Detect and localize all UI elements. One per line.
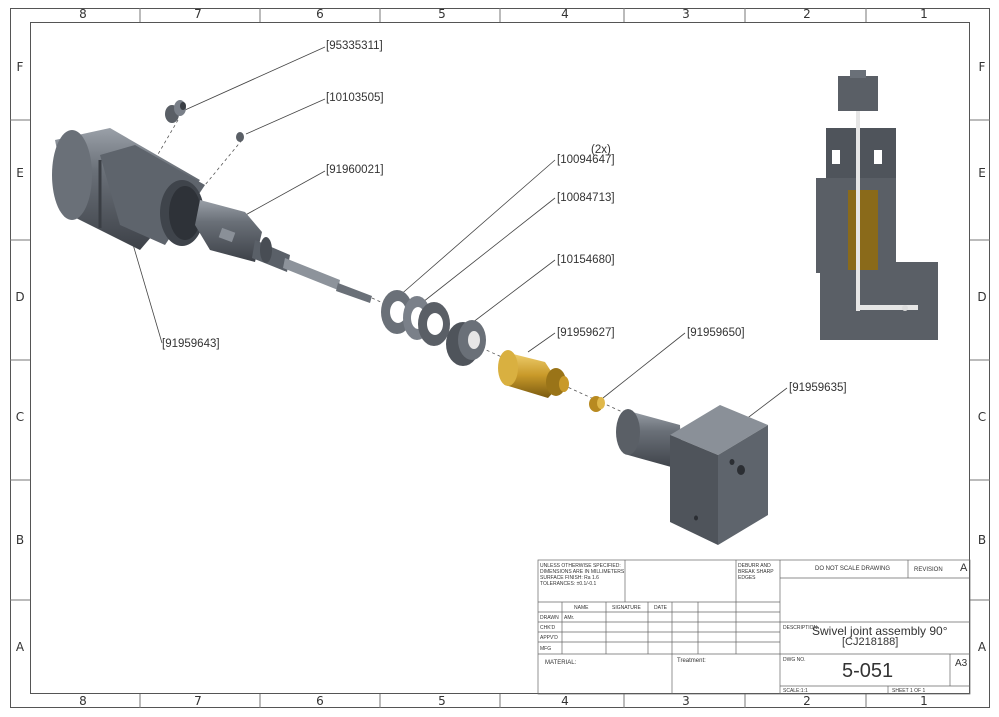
zone-row-label: E: [978, 166, 986, 180]
sheet-label: SHEET 1 OF 1: [892, 688, 926, 694]
zone-col-label: 3: [682, 694, 690, 708]
note-line: SURFACE FINISH: Ra 1.6: [540, 575, 599, 581]
callout-quantity: (2x): [591, 144, 611, 156]
zone-col-label: 3: [682, 7, 690, 21]
callout-label: [10094647]: [557, 154, 615, 166]
washer-parts: [381, 290, 450, 346]
zone-row-label: C: [977, 410, 987, 424]
zone-col-label: 6: [316, 694, 324, 708]
zone-col-label: 7: [194, 694, 202, 708]
drawing-number: 5-051: [842, 660, 894, 682]
row-label-approved: APPV'D: [540, 635, 558, 641]
sheet-size: A3: [955, 658, 968, 669]
zone-row-label: D: [15, 290, 25, 304]
brass-fitting-part: [498, 350, 569, 398]
small-brass-part: [589, 396, 605, 412]
zone-col-label: 8: [79, 694, 87, 708]
description-label: DESCRIPTION:: [783, 625, 819, 631]
row-label-mfg: MFG: [540, 646, 552, 652]
drawing-part-number: [CJ218188]: [842, 636, 899, 648]
scale-label: SCALE:1:1: [783, 688, 808, 694]
plug-part: [165, 100, 186, 123]
zone-row-label: E: [16, 166, 24, 180]
zone-col-label: 4: [561, 694, 569, 708]
drawing-description: Swivel joint assembly 90°: [812, 624, 948, 638]
dwg-no-label: DWG NO.: [783, 657, 806, 663]
zone-col-label: 8: [79, 7, 87, 21]
note-line: EDGES: [738, 575, 756, 581]
revision-label: REVISION: [914, 567, 943, 573]
zone-row-label: A: [977, 640, 987, 654]
note-line: BREAK SHARP: [738, 569, 774, 575]
callout-label: [91959643]: [162, 338, 220, 350]
note-line: TOLERANCES: ±0.1/-0.1: [540, 581, 597, 587]
zone-col-label: 1: [920, 694, 928, 708]
do-not-scale-note: DO NOT SCALE DRAWING: [815, 566, 891, 572]
zone-col-label: 2: [803, 7, 811, 21]
callout-label: [10154680]: [557, 254, 615, 266]
zone-col-label: 1: [920, 7, 928, 21]
nut-part: [446, 320, 486, 366]
callout-label: [91960021]: [326, 164, 384, 176]
shaft-part: [195, 200, 372, 303]
zone-col-label: 5: [438, 694, 446, 708]
section-view: [816, 70, 938, 340]
note-line: UNLESS OTHERWISE SPECIFIED:: [540, 563, 621, 569]
zone-row-label: C: [15, 410, 25, 424]
zone-row-label: F: [16, 60, 24, 74]
drawing-inner-frame: [30, 22, 970, 694]
zone-col-label: 2: [803, 694, 811, 708]
column-header-name: NAME: [574, 605, 589, 611]
housing-part: [52, 128, 205, 250]
column-header-date: DATE: [654, 605, 667, 611]
tolerance-notes: UNLESS OTHERWISE SPECIFIED: DIMENSIONS A…: [540, 563, 624, 587]
zone-row-label: B: [15, 533, 25, 547]
block-body-part: [616, 405, 768, 545]
row-label-drawn: DRAWN: [540, 615, 559, 621]
callout-label: [91959650]: [687, 327, 745, 339]
callout-label: [95335311]: [326, 40, 383, 52]
treatment-label: Treatment:: [677, 658, 706, 664]
zone-col-label: 7: [194, 7, 202, 21]
set-screw-part: [236, 132, 244, 142]
zone-col-label: 5: [438, 7, 446, 21]
callout-label: [91959627]: [557, 327, 615, 339]
zone-row-label: F: [978, 60, 986, 74]
callout-label: [10103505]: [326, 92, 384, 104]
column-header-signature: SIGNATURE: [612, 605, 641, 611]
callout-label: [10084713]: [557, 192, 615, 204]
callout-label: [91959635]: [789, 382, 847, 394]
row-label-checked: CHK'D: [540, 625, 556, 631]
revision-value: A: [960, 562, 968, 574]
note-line: DIMENSIONS ARE IN MILLIMETERS: [540, 569, 625, 575]
material-label: MATERIAL:: [545, 660, 577, 666]
drawn-by-name: AMr.: [564, 615, 575, 621]
zone-col-label: 6: [316, 7, 324, 21]
zone-row-label: A: [15, 640, 25, 654]
note-line: DEBURR AND: [738, 563, 771, 569]
zone-row-label: B: [977, 533, 987, 547]
zone-row-label: D: [977, 290, 987, 304]
deburr-note: DEBURR AND BREAK SHARP EDGES: [738, 563, 774, 581]
zone-col-label: 4: [561, 7, 569, 21]
